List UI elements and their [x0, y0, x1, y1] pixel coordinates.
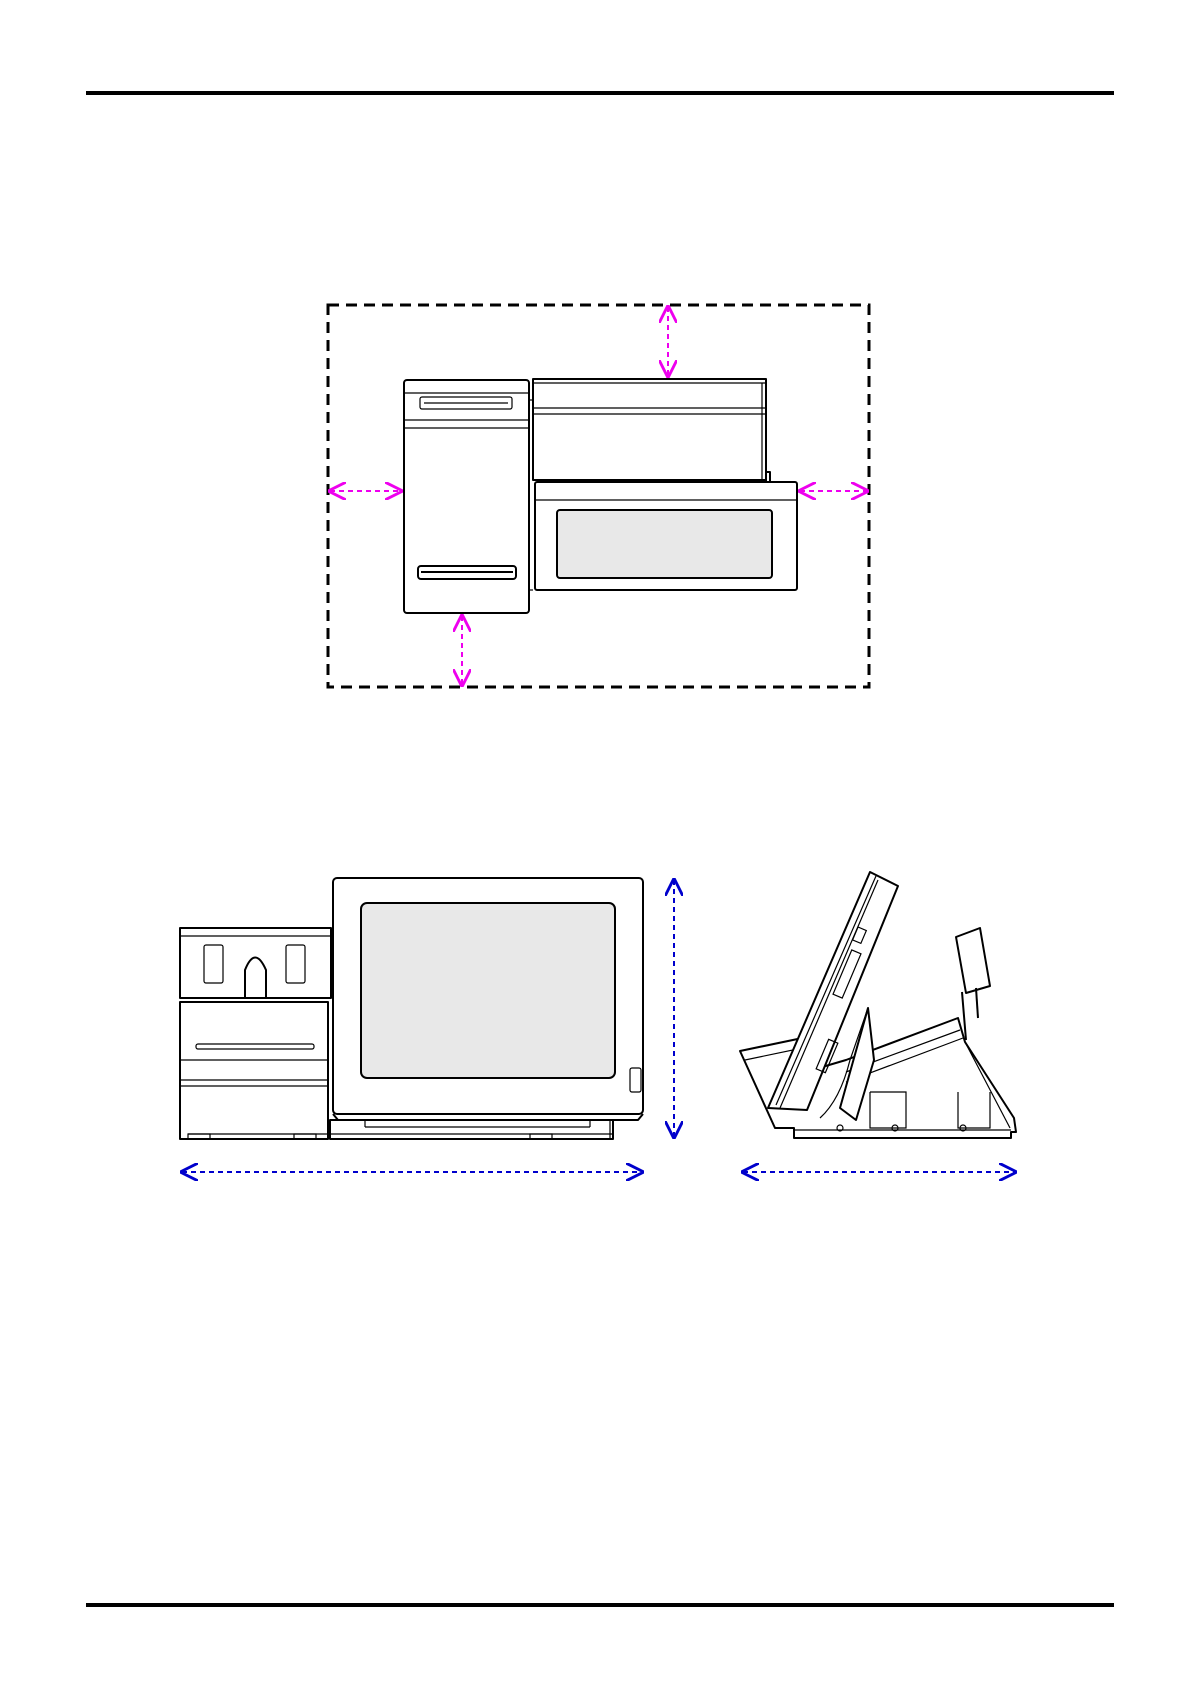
display-unit: [535, 482, 797, 590]
display-screen: [557, 510, 772, 578]
front-view: [180, 878, 674, 1172]
customer-display-side: [956, 928, 990, 993]
terminal-body: [533, 379, 770, 484]
monitor-screen: [361, 903, 615, 1078]
monitor-front: [330, 878, 643, 1139]
printer-front: [180, 928, 331, 1139]
top-view: [328, 305, 869, 687]
printer-unit: [404, 380, 533, 613]
side-view: [740, 872, 1016, 1172]
